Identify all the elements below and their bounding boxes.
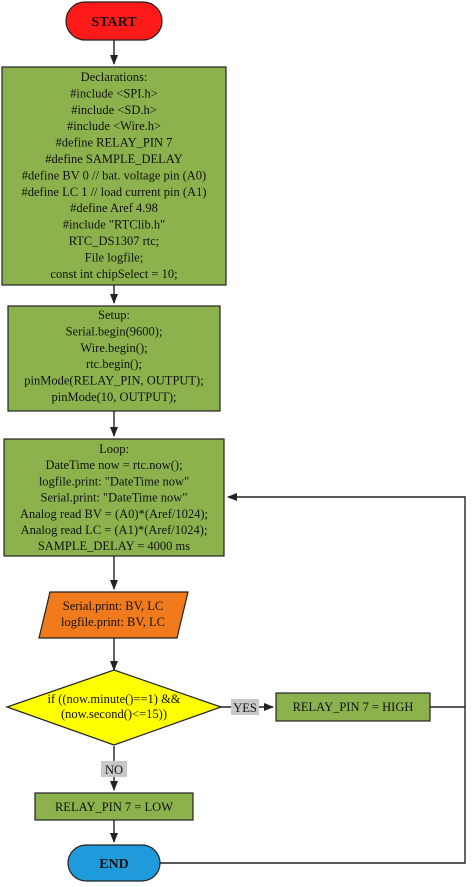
decision-text: if ((now.minute()==1) &&(now.second()<=1…	[47, 692, 180, 721]
text-line: Analog read BV = (A0)*(Aref/1024);	[20, 507, 208, 521]
text-line: Serial.print: "DateTime now"	[41, 491, 188, 505]
text-line: Serial.print: BV, LC	[63, 599, 163, 613]
loop-text: Loop: DateTime now = rtc.now(); logfile.pr…	[20, 442, 208, 553]
text-line: const int chipSelect = 10;	[50, 267, 177, 281]
line-end-to-right-rail	[160, 707, 466, 864]
setup-box	[7, 305, 221, 412]
text-line: RTC_DS1307 rtc;	[69, 234, 160, 248]
text-line: File logfile;	[85, 250, 144, 264]
print-text: Serial.print: BV, LC logfile.print: BV, L…	[61, 599, 165, 629]
declarations-box	[1, 66, 227, 286]
yes-label-text: YES	[233, 701, 257, 715]
setup-text: Setup: Serial.begin(9600); Wire.begin(); rt…	[24, 308, 203, 404]
relay-high-box	[275, 692, 431, 722]
setup-process: Setup: Serial.begin(9600); Wire.begin(); rt…	[7, 305, 221, 412]
text-line: Loop:	[99, 442, 129, 456]
loop-box	[3, 438, 225, 557]
text-line: logfile.print: BV, LC	[61, 615, 165, 629]
text-line: #include <SPI.h>	[70, 86, 158, 100]
no-edge-label: NO	[101, 761, 127, 777]
text-line: Serial.begin(9600);	[66, 324, 163, 338]
text-line: Setup:	[98, 308, 130, 322]
declarations-text: Declarations: #include <SPI.h> #include <S…	[21, 70, 206, 281]
text-line: DateTime now = rtc.now();	[45, 458, 182, 472]
text-line: #include "RTClib.h"	[63, 218, 166, 232]
text-line: pinMode(10, OUTPUT);	[52, 390, 177, 404]
print-parallelogram	[38, 591, 189, 639]
text-line: SAMPLE_DELAY = 4000 ms	[38, 539, 190, 553]
yes-edge-label: YES	[231, 699, 259, 715]
text-line: pinMode(RELAY_PIN, OUTPUT);	[24, 374, 203, 388]
text-line: #define Aref 4.98	[70, 201, 158, 215]
text-line: if ((now.minute()==1) &&	[47, 692, 180, 706]
relay-low-text: RELAY_PIN 7 = LOW	[55, 800, 173, 814]
relay-high-process: RELAY_PIN 7 = HIGH	[275, 692, 431, 722]
end-terminal: END	[67, 844, 161, 882]
start-label: START	[91, 15, 137, 30]
relay-high-text: RELAY_PIN 7 = HIGH	[293, 700, 414, 714]
text-line: #define BV 0 // bat. voltage pin (A0)	[22, 168, 206, 182]
no-label-text: NO	[105, 763, 123, 777]
print-io: Serial.print: BV, LC logfile.print: BV, L…	[38, 591, 189, 639]
text-line: #define SAMPLE_DELAY	[45, 152, 182, 166]
text-line: Wire.begin();	[80, 341, 147, 355]
text-line: rtc.begin();	[86, 357, 142, 371]
text-line: Declarations:	[81, 70, 148, 84]
text-line: #include <SD.h>	[71, 103, 157, 117]
declarations-process: Declarations: #include <SPI.h> #include <S…	[1, 66, 227, 286]
start-terminal: START	[65, 1, 163, 41]
start-shape	[65, 1, 163, 41]
text-line: Analog read LC = (A1)*(Aref/1024);	[21, 523, 208, 537]
relay-low-process: RELAY_PIN 7 = LOW	[34, 792, 194, 821]
yes-label-bg	[231, 699, 259, 715]
text-line: #define LC 1 // load current pin (A1)	[21, 185, 206, 199]
arrow-loop-back-to-loop	[227, 493, 466, 707]
loop-process: Loop: DateTime now = rtc.now(); logfile.pr…	[3, 438, 225, 557]
text-line: #include <Wire.h>	[67, 119, 161, 133]
no-label-bg	[101, 761, 127, 777]
end-label: END	[99, 857, 129, 872]
text-line: #define RELAY_PIN 7	[56, 136, 173, 150]
decision-diamond	[5, 669, 223, 746]
text-line: (now.second()<=15))	[61, 707, 167, 721]
end-shape	[67, 844, 161, 882]
decision: if ((now.minute()==1) &&(now.second()<=1…	[5, 669, 223, 746]
text-line: logfile.print: "DateTime now"	[39, 474, 189, 488]
relay-low-box	[34, 792, 194, 821]
